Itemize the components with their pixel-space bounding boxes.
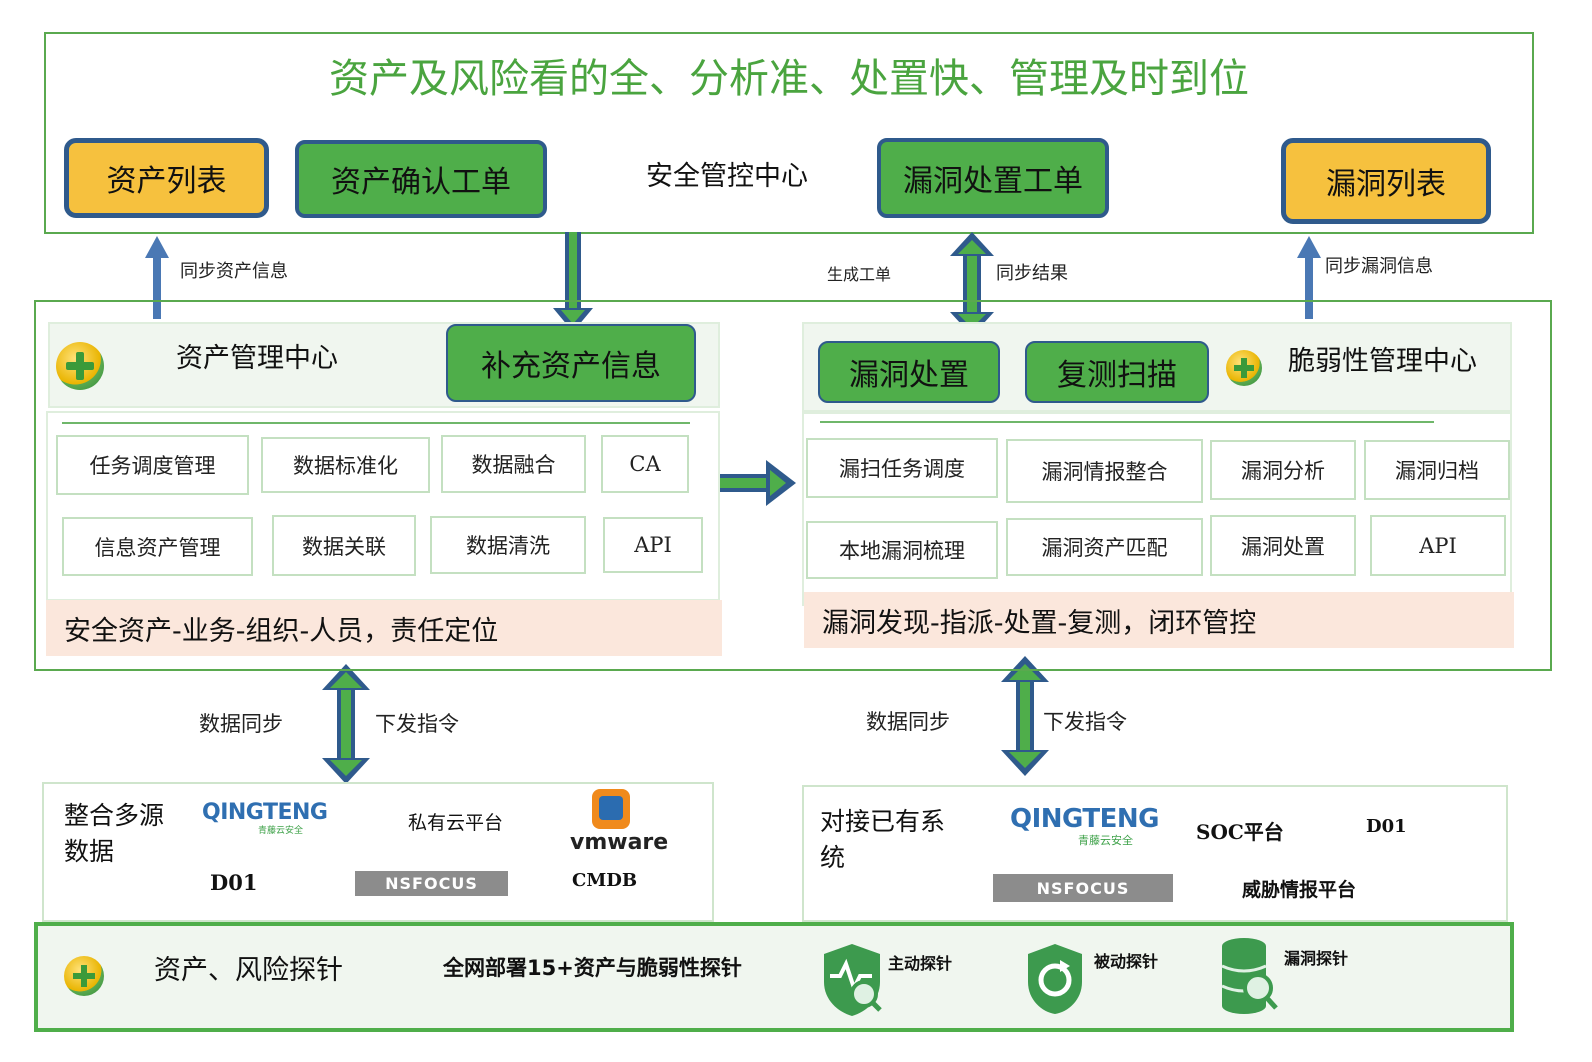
vuln-center-band: 漏洞发现-指派-处置-复测，闭环管控 xyxy=(804,592,1514,648)
vuln-cell-handling[interactable]: 漏洞处置 xyxy=(1210,515,1356,576)
passive-probe-label: 被动探针 xyxy=(1094,952,1159,971)
asset-center-divider xyxy=(62,422,690,424)
gen-order-label: 生成工单 xyxy=(827,265,892,284)
sources-left-frame xyxy=(42,782,714,922)
d01-right-label: D01 xyxy=(1366,816,1407,837)
vuln-probe-icon xyxy=(1220,936,1282,1018)
qingteng-logo-right: QINGTENG 青藤云安全 xyxy=(1010,804,1160,847)
vuln-cell-local-sorting[interactable]: 本地漏洞梳理 xyxy=(806,521,998,579)
probe-desc: 全网部署15+资产与脆弱性探针 xyxy=(443,956,742,980)
vuln-center-logo-icon xyxy=(1226,350,1262,386)
asset-cell-data-cleaning[interactable]: 数据清洗 xyxy=(430,516,586,574)
cmdb-label: CMDB xyxy=(572,870,638,891)
asset-center-logo-icon xyxy=(56,342,104,390)
probe-logo-icon xyxy=(64,956,104,996)
vmware-logo-icon xyxy=(592,789,630,829)
private-cloud-label: 私有云平台 xyxy=(408,812,504,834)
right-data-sync-label: 数据同步 xyxy=(866,710,950,734)
asset-to-vuln-arrow xyxy=(718,460,796,506)
vuln-center-divider xyxy=(820,421,1434,423)
supplement-down-arrow xyxy=(553,232,593,332)
left-sync-double-arrow xyxy=(322,664,370,784)
d01-left-label: D01 xyxy=(210,870,258,895)
threat-intel-label: 威胁情报平台 xyxy=(1242,879,1357,901)
sync-result-label: 同步结果 xyxy=(996,263,1068,284)
vuln-cell-scan-scheduling[interactable]: 漏扫任务调度 xyxy=(806,438,998,498)
vuln-center-title: 脆弱性管理中心 xyxy=(1288,346,1477,377)
left-cmd-label: 下发指令 xyxy=(375,712,459,736)
qingteng-logo-left: QINGTENG 青藤云安全 xyxy=(202,800,328,836)
asset-center-title: 资产管理中心 xyxy=(176,343,338,374)
asset-cell-api[interactable]: API xyxy=(603,517,703,573)
sync-vuln-label: 同步漏洞信息 xyxy=(1325,256,1433,277)
sources-right-frame xyxy=(802,785,1508,922)
vuln-list-button[interactable]: 漏洞列表 xyxy=(1281,138,1491,224)
asset-cell-data-correlation[interactable]: 数据关联 xyxy=(272,515,416,576)
sync-asset-label: 同步资产信息 xyxy=(180,261,288,282)
left-data-sync-label: 数据同步 xyxy=(199,712,283,736)
nsfocus-logo-right: NSFOCUS xyxy=(993,874,1173,902)
order-sync-double-arrow xyxy=(950,232,994,336)
asset-cell-ca[interactable]: CA xyxy=(601,435,689,493)
vuln-cell-archive[interactable]: 漏洞归档 xyxy=(1364,440,1510,500)
vuln-cell-asset-matching[interactable]: 漏洞资产匹配 xyxy=(1006,518,1203,576)
active-probe-icon xyxy=(820,942,884,1018)
vuln-order-button[interactable]: 漏洞处置工单 xyxy=(877,138,1109,218)
asset-cell-info-asset-mgmt[interactable]: 信息资产管理 xyxy=(62,517,253,576)
asset-list-button[interactable]: 资产列表 xyxy=(64,138,269,218)
sync-asset-arrow xyxy=(145,236,169,319)
middle-frame xyxy=(34,300,1552,671)
passive-probe-icon xyxy=(1024,942,1086,1016)
nsfocus-logo-left: NSFOCUS xyxy=(355,871,508,896)
asset-center-band: 安全资产-业务-组织-人员，责任定位 xyxy=(46,600,722,656)
security-control-center-label: 安全管控中心 xyxy=(646,161,808,192)
vmware-label: vmware xyxy=(570,830,669,855)
sources-right-title: 对接已有系统 xyxy=(820,807,946,872)
probe-title: 资产、风险探针 xyxy=(154,955,343,986)
asset-cell-data-fusion[interactable]: 数据融合 xyxy=(441,435,586,493)
asset-cell-task-scheduling[interactable]: 任务调度管理 xyxy=(56,435,249,495)
vuln-cell-analysis[interactable]: 漏洞分析 xyxy=(1210,440,1356,500)
right-sync-double-arrow xyxy=(1001,656,1049,776)
vuln-cell-api[interactable]: API xyxy=(1370,515,1506,576)
sources-left-title: 整合多源数据 xyxy=(64,801,165,866)
top-frame xyxy=(44,32,1534,234)
page-title: 资产及风险看的全、分析准、处置快、管理及时到位 xyxy=(329,56,1249,102)
soc-platform-label: SOC平台 xyxy=(1196,820,1284,844)
asset-confirm-order-button[interactable]: 资产确认工单 xyxy=(295,140,547,218)
sync-vuln-arrow xyxy=(1297,236,1321,319)
vuln-handle-button[interactable]: 漏洞处置 xyxy=(818,341,1000,403)
vuln-cell-intel-integration[interactable]: 漏洞情报整合 xyxy=(1006,439,1203,503)
vuln-probe-label: 漏洞探针 xyxy=(1284,949,1349,968)
active-probe-label: 主动探针 xyxy=(888,954,953,973)
asset-cell-data-standardization[interactable]: 数据标准化 xyxy=(261,437,430,493)
right-cmd-label: 下发指令 xyxy=(1043,710,1127,734)
supplement-asset-button[interactable]: 补充资产信息 xyxy=(446,324,696,402)
rescan-button[interactable]: 复测扫描 xyxy=(1025,341,1209,403)
